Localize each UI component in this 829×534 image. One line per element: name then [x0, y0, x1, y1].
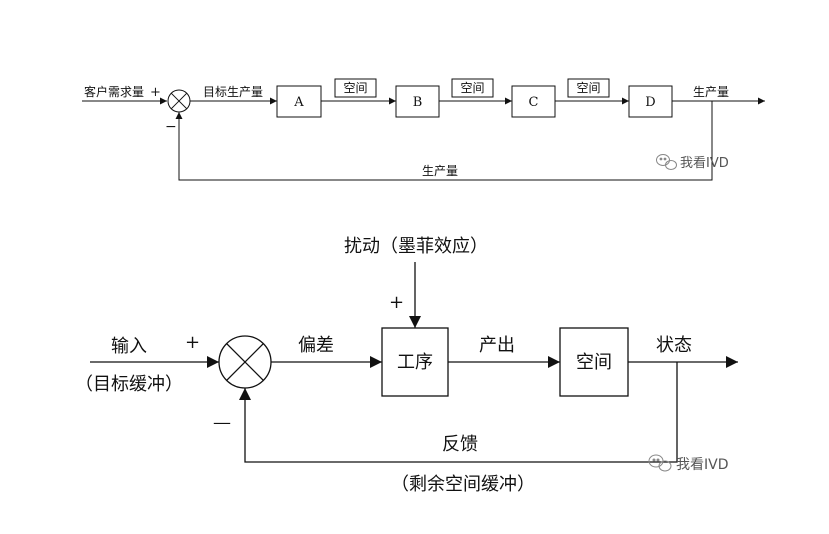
d1-block-b	[395, 85, 440, 118]
d1-block-d	[628, 85, 673, 118]
d1-feedback-label: 生产量	[422, 164, 458, 178]
d1-buffer-label-3: 空间	[576, 81, 600, 95]
d1-block-c-label: C	[529, 95, 539, 110]
d2-summing-junction	[218, 335, 272, 389]
d2-process-label: 工序	[397, 352, 433, 373]
d1-target-label: 目标生产量	[203, 85, 263, 99]
d1-input-label: 客户需求量	[84, 84, 144, 99]
diagram-1	[82, 78, 765, 181]
d1-block-d-label: D	[645, 95, 655, 110]
d1-block-a-label: A	[293, 95, 304, 110]
d2-buffer-label: 空间	[576, 352, 612, 373]
d1-block-b-label: B	[413, 95, 423, 110]
watermark-text-1: 我看IVD	[680, 155, 729, 171]
watermark-2: 我看IVD	[648, 454, 729, 473]
d1-summing-junction	[167, 89, 191, 113]
diagram-1-labels: 客户需求量 + − 目标生产量 A B C D 空间 空间 空间 生产量 生产量	[84, 81, 729, 178]
diagram-2-labels: 输入 （目标缓冲） + — 偏差 扰动（墨菲效应） + 工序 产出 空间 状态 …	[75, 236, 692, 495]
d1-minus-sign: −	[165, 119, 177, 135]
d2-error-label: 偏差	[298, 335, 334, 356]
d1-buffer-box-3	[567, 78, 610, 98]
d1-plus-sign: +	[150, 85, 161, 100]
watermark-1: 我看IVD	[656, 154, 729, 171]
watermark-text-2: 我看IVD	[676, 457, 729, 473]
d2-input-sublabel: （目标缓冲）	[75, 374, 183, 395]
d2-disturbance-plus: +	[389, 292, 404, 313]
d2-process-block	[381, 327, 449, 397]
d2-feedback-label: 反馈	[442, 434, 478, 455]
d1-block-a	[276, 85, 322, 118]
d1-output-label: 生产量	[693, 85, 729, 99]
d1-buffer-box-1	[334, 78, 377, 98]
d2-feedback-path	[239, 362, 678, 463]
d1-block-c	[511, 85, 556, 118]
wechat-icon	[656, 154, 677, 170]
diagram-2	[90, 262, 738, 463]
d2-feedback-sublabel: （剩余空间缓冲）	[391, 474, 535, 495]
d2-minus-sign: —	[213, 412, 231, 433]
d1-buffer-label-1: 空间	[343, 81, 367, 95]
d2-plus-sign: +	[185, 332, 200, 353]
wechat-icon	[648, 454, 672, 472]
d2-output-label: 产出	[479, 335, 515, 356]
d2-input-label: 输入	[111, 336, 147, 357]
d1-buffer-label-2: 空间	[460, 81, 484, 95]
d2-disturbance-label: 扰动（墨菲效应）	[344, 236, 488, 257]
d1-buffer-box-2	[451, 78, 494, 98]
d2-state-label: 状态	[656, 335, 692, 356]
d1-feedback-path	[175, 101, 713, 181]
